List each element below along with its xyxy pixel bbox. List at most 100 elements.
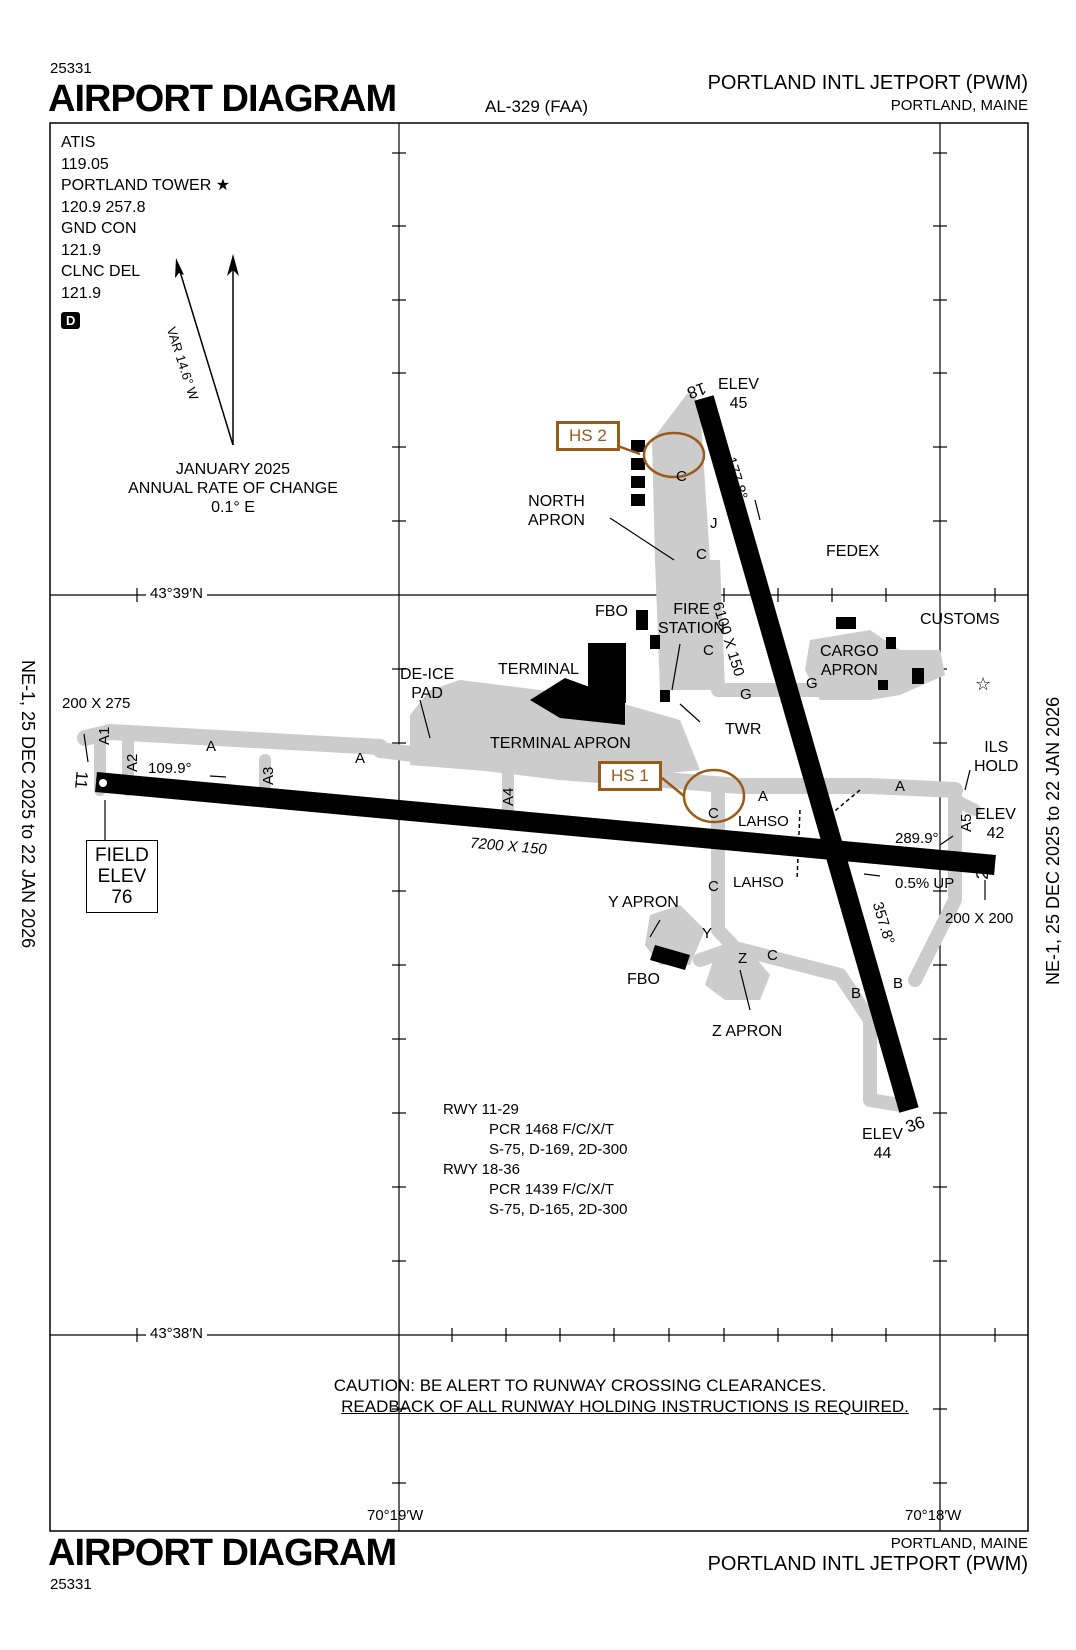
hot-spot-circles — [611, 431, 746, 824]
leader-lines — [83, 499, 986, 1011]
aprons — [410, 390, 945, 1000]
star-icon: ★ — [215, 177, 231, 194]
taxiway-a5: A5 — [958, 813, 975, 832]
d-symbol-icon: D — [61, 312, 81, 329]
taxiway-c: C — [708, 805, 719, 822]
atis-frequency: 119.05 — [61, 155, 109, 173]
pcr-rwy-11-29-value: PCR 1468 F/C/X/T — [489, 1121, 615, 1138]
caution-note: CAUTION: BE ALERT TO RUNWAY CROSSING CLE… — [230, 1375, 930, 1417]
taxiway-c: C — [703, 642, 714, 659]
taxiway-c: C — [696, 546, 707, 563]
runway-29-heading: 289.9° — [895, 830, 939, 847]
cargo-apron — [805, 630, 945, 700]
lahso-marks — [796, 789, 861, 881]
page-title: AIRPORT DIAGRAM — [48, 78, 397, 120]
cargo-apron-label: CARGO APRON — [820, 643, 879, 679]
ils-hold-label: ILS HOLD — [974, 739, 1019, 775]
ground-label: GND CON — [61, 220, 137, 237]
ground-frequency: 121.9 — [61, 241, 102, 259]
runway-11-label: 11 — [71, 770, 92, 790]
variation-rate: 0.1° E — [211, 499, 255, 516]
north-apron-label: NORTH APRON — [528, 493, 585, 529]
runway-slope: 0.5% UP — [895, 875, 955, 892]
lahso-label-1: LAHSO — [738, 813, 789, 830]
fbo-building-south — [650, 945, 690, 970]
runway-11-threshold-light — [99, 779, 107, 787]
hot-spot-2: HS 2 — [556, 421, 620, 451]
terminal-apron-label: TERMINAL APRON — [490, 735, 631, 752]
taxiway-a: A — [206, 738, 217, 755]
customs-building — [886, 637, 896, 649]
caution-line-2: READBACK OF ALL RUNWAY HOLDING INSTRUCTI… — [341, 1397, 909, 1416]
lahso-label-2: LAHSO — [733, 874, 784, 891]
variation-info: JANUARY 2025 ANNUAL RATE OF CHANGE 0.1° … — [118, 460, 348, 517]
fbo-south-label: FBO — [627, 971, 660, 988]
tower-label-map: TWR — [725, 721, 762, 738]
runway-29-elevation: ELEV 42 — [975, 806, 1016, 842]
taxiway-a1: A1 — [96, 726, 113, 745]
runway-29-label: 29 — [972, 859, 994, 881]
pcr-rwy-11-29-gear: S-75, D-169, 2D-300 — [489, 1141, 628, 1158]
beacon-icon: ☆ — [975, 674, 991, 695]
latitude-north: 43°39′N — [146, 585, 208, 602]
footer-airport-name: PORTLAND INTL JETPORT (PWM) — [707, 1553, 1028, 1575]
longitude-east: 70°18′W — [905, 1507, 962, 1524]
field-elevation-value: 76 — [111, 887, 133, 908]
variation-rate-label: ANNUAL RATE OF CHANGE — [128, 480, 338, 497]
airport-location: PORTLAND, MAINE — [890, 97, 1028, 114]
taxiway-j: J — [710, 515, 718, 532]
fire-station-building — [650, 635, 660, 649]
y-apron-label: Y APRON — [608, 894, 679, 911]
taxiway-a3: A3 — [260, 766, 277, 785]
buildings — [530, 440, 924, 970]
tower-frequency: 120.9 257.8 — [61, 198, 146, 216]
pcr-rwy-18-36-title: RWY 18-36 — [443, 1161, 520, 1178]
fedex-label: FEDEX — [826, 543, 880, 560]
map-frame — [49, 122, 1029, 1532]
pcr-rwy-11-29-title: RWY 11-29 — [443, 1101, 519, 1118]
deice-pad-label: DE-ICE PAD — [400, 666, 455, 702]
runway-36-elevation: ELEV 44 — [862, 1126, 903, 1162]
taxiway-y: Y — [702, 925, 713, 942]
procedure-id: AL-329 (FAA) — [485, 97, 588, 116]
hs2-circle — [642, 431, 706, 479]
taxiway-z: Z — [738, 950, 748, 967]
frequency-block: ATIS 119.05 PORTLAND TOWER ★ 120.9 257.8… — [61, 132, 230, 332]
runway-11-displaced-threshold: 200 X 275 — [62, 695, 131, 712]
caution-line-1: CAUTION: BE ALERT TO RUNWAY CROSSING CLE… — [333, 1376, 827, 1395]
z-apron-label: Z APRON — [712, 1023, 783, 1040]
pcr-rwy-18-36-value: PCR 1439 F/C/X/T — [489, 1181, 615, 1198]
right-effective-dates: NE-1, 25 DEC 2025 to 22 JAN 2026 — [1043, 696, 1063, 985]
doc-number: 25331 — [50, 60, 92, 77]
field-elevation-label: FIELD ELEV — [95, 845, 149, 887]
taxiway-a2: A2 — [124, 753, 141, 772]
taxiway-g: G — [740, 686, 752, 703]
runway-18-elevation: ELEV 45 — [718, 376, 759, 412]
terminal-concourse — [530, 678, 625, 725]
fire-station-label: FIRE STATION — [658, 601, 725, 637]
pcr-rwy-18-36-gear: S-75, D-165, 2D-300 — [489, 1201, 628, 1218]
taxiway-c: C — [676, 468, 687, 485]
hot-spot-1: HS 1 — [598, 761, 662, 791]
twr-building — [660, 690, 670, 702]
clearance-frequency: 121.9 — [61, 284, 102, 302]
taxiway-g: G — [806, 675, 818, 692]
variation-date: JANUARY 2025 — [175, 461, 291, 478]
fbo-north-label: FBO — [595, 603, 628, 620]
runway-11-heading: 109.9° — [148, 760, 192, 777]
runway-29-displaced-threshold: 200 X 200 — [945, 910, 1014, 927]
z-apron — [705, 945, 770, 1000]
airport-name: PORTLAND INTL JETPORT (PWM) — [707, 72, 1028, 94]
taxiway-c: C — [708, 878, 719, 895]
taxiway-b: B — [851, 985, 862, 1002]
runway-11-29 — [95, 772, 996, 875]
footer-doc-number: 25331 — [50, 1576, 92, 1593]
runway-18-36 — [694, 395, 919, 1113]
footer-location: PORTLAND, MAINE — [890, 1535, 1028, 1552]
taxiway-b: B — [893, 975, 904, 992]
taxiway-a4: A4 — [500, 787, 517, 806]
fedex-building — [836, 617, 856, 629]
field-elevation-box: FIELD ELEV 76 — [86, 840, 158, 913]
terminal-apron — [410, 680, 700, 780]
customs-label: CUSTOMS — [920, 611, 1000, 628]
